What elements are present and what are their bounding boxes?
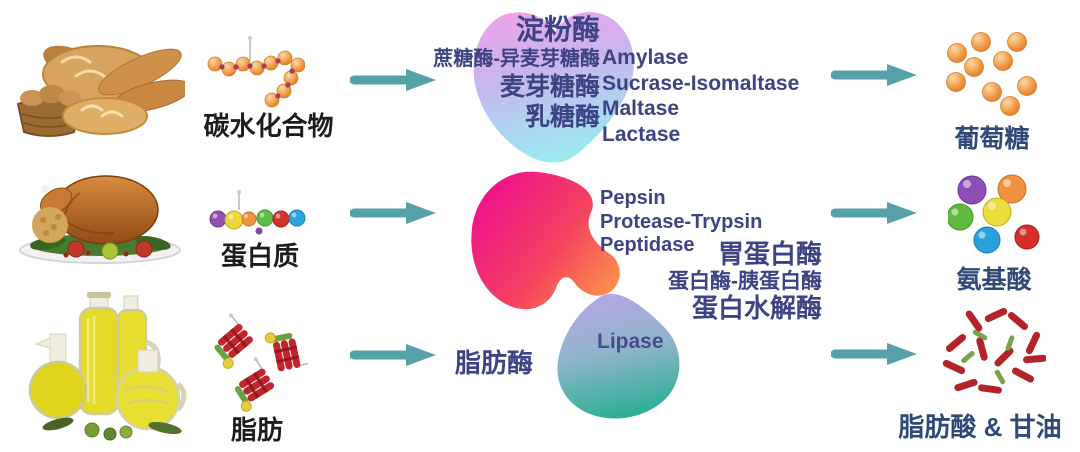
fat-enzyme-blob (557, 293, 680, 419)
carbohydrate-chain-icon (207, 36, 305, 108)
enzyme-label: Protease-Trypsin (600, 210, 763, 233)
glucose-label: 葡萄糖 (954, 125, 1030, 153)
carb-enzyme-blob (473, 12, 634, 163)
lipase-en-label: Lipase (597, 330, 664, 353)
enzyme-label: Amylase (602, 46, 689, 69)
enzyme-label: 淀粉酶 (515, 14, 600, 45)
fat-label: 脂肪 (230, 415, 283, 445)
triglyceride-icon (208, 312, 308, 412)
protein-enzymes-zh: 胃蛋白酶 蛋白酶-胰蛋白酶 蛋白水解酶 (540, 240, 822, 323)
carbohydrate-label: 碳水化合物 (203, 111, 334, 141)
right-arrow-icon (831, 202, 919, 224)
protein-enzymes-en: Pepsin Protease-Trypsin Peptidase (600, 187, 762, 258)
enzyme-label: 蛋白水解酶 (691, 293, 822, 323)
right-arrow-icon (350, 202, 438, 224)
turkey-platter-image (19, 175, 181, 264)
right-arrow-icon (350, 344, 438, 366)
enzyme-label: Pepsin (600, 187, 666, 209)
fatty-acid-rods-icon (941, 306, 1046, 395)
protein-beads-icon (209, 190, 306, 235)
enzyme-label: 乳糖酶 (524, 103, 600, 131)
bread-basket-image (16, 45, 185, 137)
enzyme-label: 蔗糖酶-异麦芽糖酶 (433, 48, 600, 70)
protein-label: 蛋白质 (220, 241, 299, 271)
lipase-zh-label: 脂肪酶 (455, 348, 534, 378)
amino-acid-spheres-icon (948, 174, 1040, 254)
enzyme-label: Peptidase (600, 234, 695, 256)
oil-bottles-image (28, 292, 187, 441)
fatty-acid-glycerol-label: 脂肪酸 & 甘油 (898, 412, 1062, 442)
enzyme-label: 胃蛋白酶 (717, 239, 822, 269)
carb-enzymes-zh: 淀粉酶 蔗糖酶-异麦芽糖酶 麦芽糖酶 乳糖酶 (400, 13, 600, 132)
amino-acid-label: 氨基酸 (956, 266, 1032, 294)
right-arrow-icon (831, 343, 919, 365)
glucose-spheres-icon (946, 32, 1037, 116)
enzyme-label: Lactase (602, 122, 681, 146)
enzyme-label: Maltase (602, 97, 680, 120)
enzyme-label: 麦芽糖酶 (499, 73, 600, 101)
enzyme-label: 蛋白酶-胰蛋白酶 (668, 270, 822, 293)
enzyme-label: Sucrase-Isomaltase (602, 71, 800, 95)
protein-enzyme-blob (471, 171, 620, 310)
right-arrow-icon (831, 64, 919, 86)
carb-enzymes-en: Amylase Sucrase-Isomaltase Maltase Lacta… (602, 45, 799, 147)
